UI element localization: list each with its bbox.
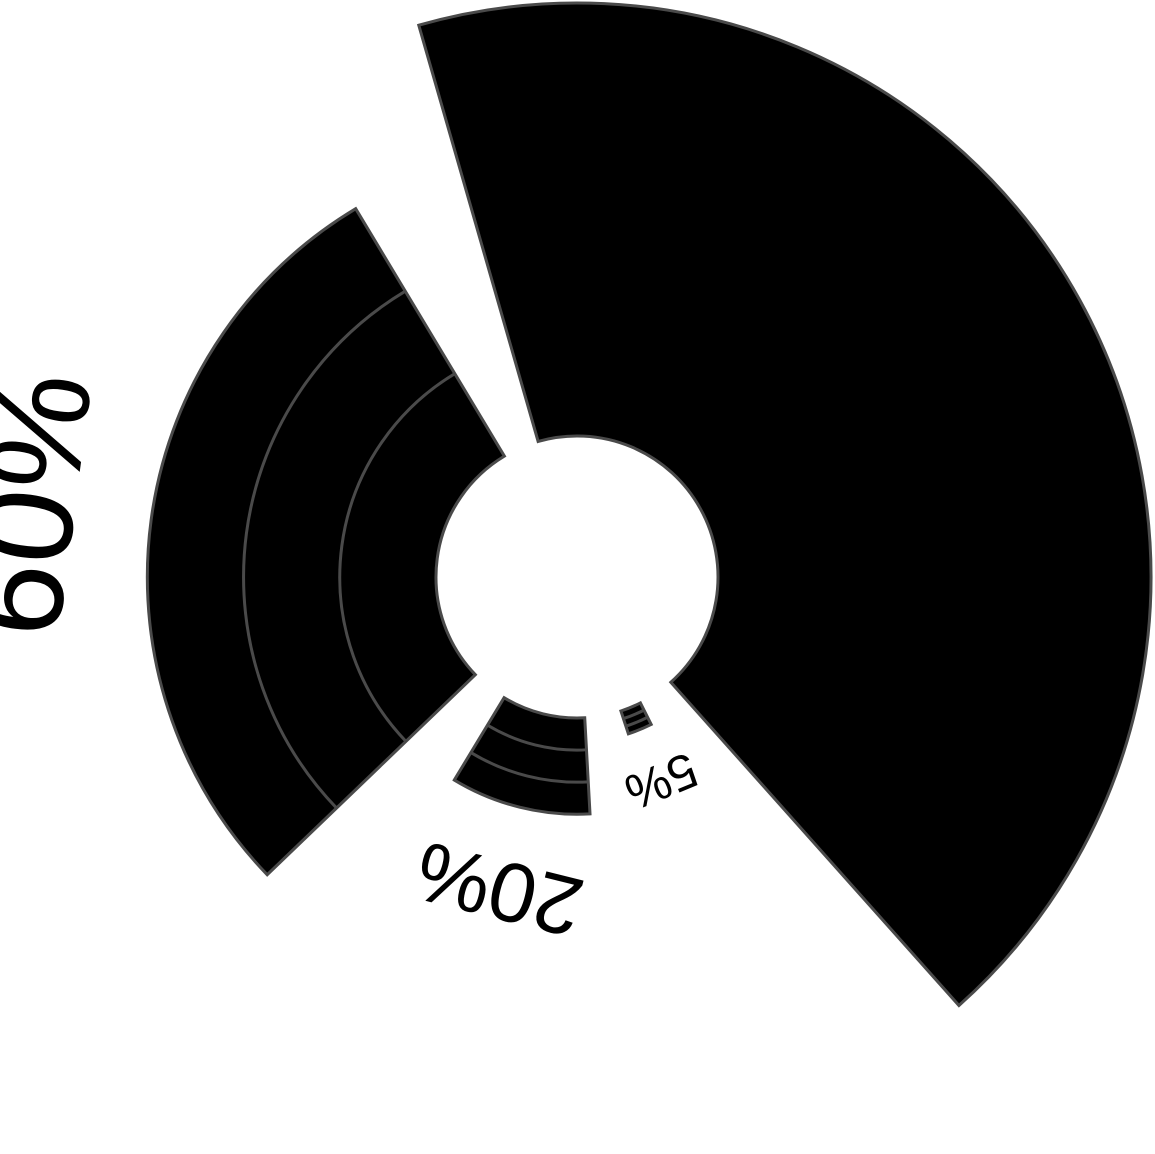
slice-3-ring-divider-2: [242, 289, 407, 810]
slice-3-ring-divider-1: [338, 372, 456, 743]
slice-2-ring-divider-2: [470, 751, 589, 784]
slice-0[interactable]: [416, 1, 1153, 1008]
slices-layer: [145, 1, 1153, 1008]
slice-3[interactable]: [145, 206, 507, 877]
slice-1-ring-divider-2: [625, 715, 649, 728]
slice-2-label: 20%: [406, 824, 592, 956]
slice-2-ring-divider-1: [486, 723, 587, 752]
slice-1-ring-divider-1: [622, 708, 645, 721]
slice-1-label: 5%: [617, 741, 705, 820]
slice-3-label: 60%: [0, 364, 120, 645]
